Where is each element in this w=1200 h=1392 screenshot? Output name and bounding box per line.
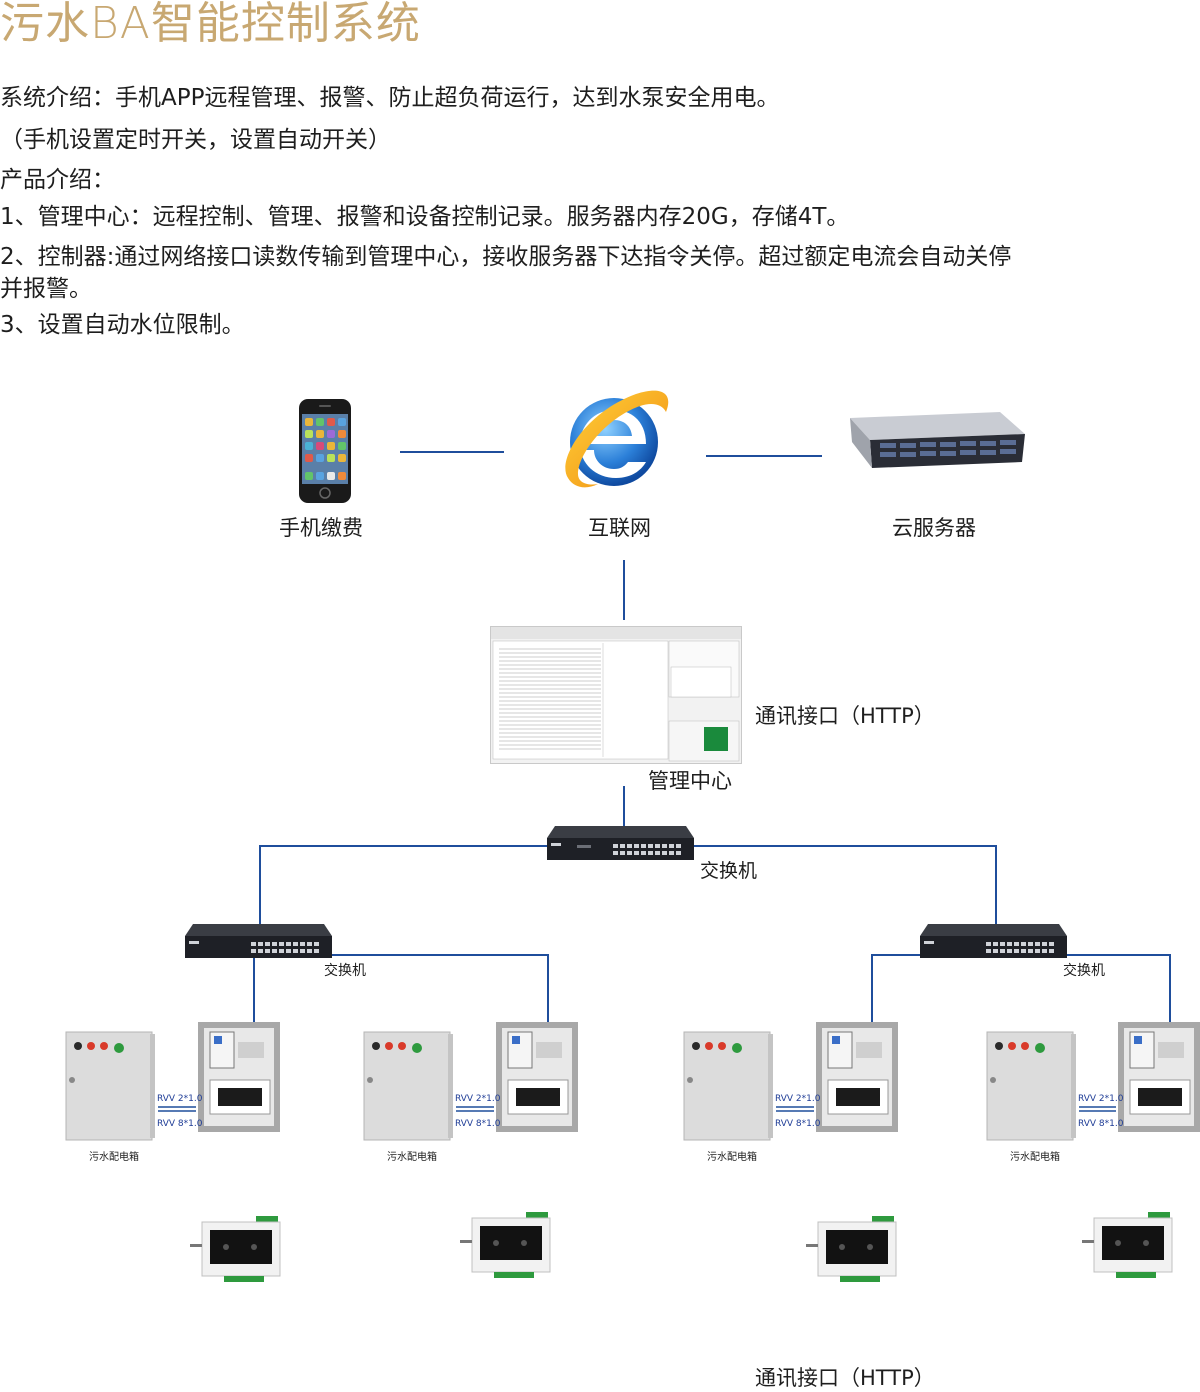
distribution-cabinet-open xyxy=(198,1022,280,1132)
cabinet-label: 污水配电箱 xyxy=(387,1152,437,1163)
left-switch-label: 交换机 xyxy=(324,963,366,979)
intro-item-3: 3、设置自动水位限制。 xyxy=(0,312,245,338)
distribution-cabinet-open xyxy=(1118,1022,1200,1132)
controller-device-icon xyxy=(806,1214,906,1290)
cable-spec-a: RVV 2*1.0 xyxy=(1078,1094,1124,1104)
cabinet-label: 污水配电箱 xyxy=(1010,1152,1060,1163)
cable-spec-a: RVV 2*1.0 xyxy=(775,1094,821,1104)
smartphone-icon xyxy=(298,398,352,504)
cable-spec-b: RVV 8*1.0 xyxy=(775,1119,821,1129)
internet-icon xyxy=(556,382,674,498)
distribution-cabinet-closed xyxy=(682,1030,774,1142)
intro-item-2-cont: 并报警。 xyxy=(0,276,92,302)
intro-phone-settings: （手机设置定时开关，设置自动开关） xyxy=(0,127,391,153)
http-interface-label-bottom: 通讯接口（HTTP） xyxy=(755,1366,935,1390)
controller-device-icon xyxy=(460,1210,560,1286)
cloud-server-label: 云服务器 xyxy=(892,516,976,540)
internet-label: 互联网 xyxy=(588,516,651,540)
management-center-label: 管理中心 xyxy=(648,769,732,793)
server-icon xyxy=(850,412,1025,468)
controller-device-icon xyxy=(190,1214,290,1290)
page-title: 污水BA智能控制系统 xyxy=(0,0,421,49)
cable-spec-a: RVV 2*1.0 xyxy=(455,1094,501,1104)
cable-spec-b: RVV 8*1.0 xyxy=(455,1119,501,1129)
distribution-cabinet-open xyxy=(816,1022,898,1132)
intro-product-heading: 产品介绍： xyxy=(0,167,115,193)
cabinet-label: 污水配电箱 xyxy=(707,1152,757,1163)
main-switch-label: 交换机 xyxy=(700,860,758,882)
right-network-switch-icon xyxy=(920,924,1067,958)
distribution-cabinet-open xyxy=(496,1022,578,1132)
distribution-cabinet-closed xyxy=(64,1030,156,1142)
right-switch-label: 交换机 xyxy=(1063,963,1105,979)
distribution-cabinet-closed xyxy=(362,1030,454,1142)
intro-item-2: 2、控制器:通过网络接口读数传输到管理中心，接收服务器下达指令关停。超过额定电流… xyxy=(0,244,1012,270)
management-software-screen xyxy=(490,626,742,764)
cable-spec-b: RVV 8*1.0 xyxy=(157,1119,203,1129)
cabinet-label: 污水配电箱 xyxy=(89,1152,139,1163)
cable-spec-b: RVV 8*1.0 xyxy=(1078,1119,1124,1129)
distribution-cabinet-closed xyxy=(985,1030,1077,1142)
left-network-switch-icon xyxy=(185,924,332,958)
phone-label: 手机缴费 xyxy=(279,516,363,540)
intro-item-1: 1、管理中心：远程控制、管理、报警和设备控制记录。服务器内存20G，存储4T。 xyxy=(0,204,850,230)
main-network-switch-icon xyxy=(547,826,694,860)
http-interface-label-top: 通讯接口（HTTP） xyxy=(755,704,935,728)
intro-system: 系统介绍：手机APP远程管理、报警、防止超负荷运行，达到水泵安全用电。 xyxy=(0,85,780,111)
cable-spec-a: RVV 2*1.0 xyxy=(157,1094,203,1104)
controller-device-icon xyxy=(1082,1210,1182,1286)
